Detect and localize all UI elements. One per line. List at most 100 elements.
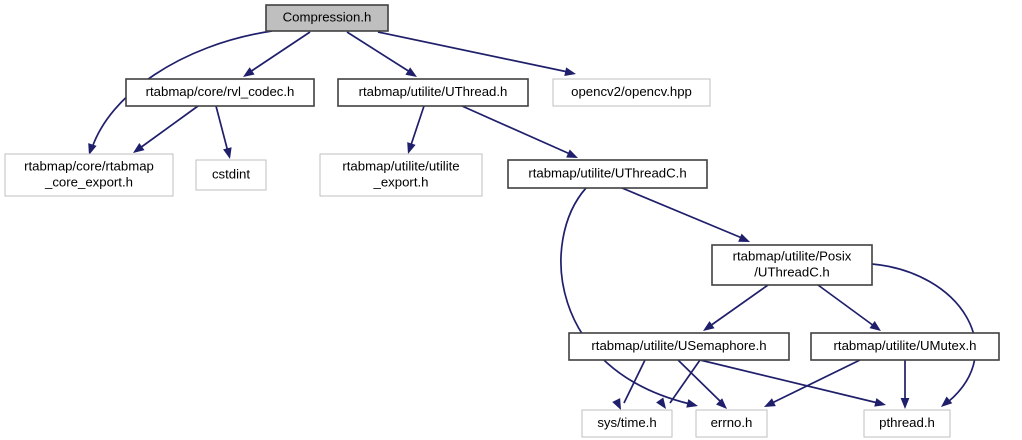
node-box[interactable] [195,159,267,191]
edge-arrowhead [88,143,97,155]
edge-arrowhead [564,67,576,77]
edge-line [409,105,425,149]
edge-rvl_codec-to-core_export [133,105,199,153]
node-box[interactable] [810,332,1000,361]
edge-compression-to-uthread [346,31,417,77]
edge-usemaphore-to-errno [677,359,727,409]
edge-compression-to-core_export [88,30,273,155]
node-label: /UThreadC.h [754,264,830,279]
node-box[interactable] [695,409,768,438]
node-box[interactable] [4,153,174,197]
node-box[interactable] [265,4,389,32]
graph-node-usemaphore[interactable]: rtabmap/utilite/USemaphore.h [568,332,790,361]
edge-line [249,31,311,73]
graph-node-opencv[interactable]: opencv2/opencv.hpp [552,78,711,107]
edge-line [560,187,691,405]
node-box[interactable] [711,244,873,286]
node-box[interactable] [552,78,711,107]
node-label: _core_export.h [44,174,133,189]
edge-arrowhead [133,142,145,153]
edge-uthreadc-to-posix_uthreadc [621,187,750,242]
node-label: rtabmap/utilite/UMutex.h [834,338,977,353]
edges-layer [88,30,977,410]
edge-arrowhead [716,398,727,409]
edge-line [377,31,569,73]
edge-line [621,187,743,239]
edge-umutex-to-pthread [900,360,910,409]
edge-line [139,105,199,149]
edge-line [91,30,273,149]
edge-line [623,359,646,404]
edge-arrowhead [566,149,578,158]
edge-compression-to-opencv [377,31,576,77]
node-box[interactable] [319,153,483,197]
edge-line [871,263,977,403]
edge-arrowhead [874,398,886,407]
edge-arrowhead [612,398,621,410]
node-label: Compression.h [283,9,372,24]
edge-arrowhead [869,320,881,331]
edge-line [677,359,723,404]
node-label: cstdint [212,166,250,181]
node-label: rtabmap/utilite/UThreadC.h [528,165,686,180]
edge-arrowhead [738,233,750,242]
graph-node-pthread[interactable]: pthread.h [863,409,951,438]
edge-line [817,284,875,327]
edge-arrowhead [243,67,255,77]
edge-posix_uthreadc-to-umutex [817,284,881,331]
edge-compression-to-rvl_codec [243,31,311,77]
edge-line [699,359,879,404]
graph-node-uthreadc[interactable]: rtabmap/utilite/UThreadC.h [507,159,708,189]
edge-uthread-to-uthreadc [461,105,578,158]
node-label: _export.h [373,174,429,189]
edge-usemaphore-to-systime [612,359,646,410]
node-label: errno.h [711,415,753,430]
node-box[interactable] [507,159,708,189]
graph-node-utilite_export[interactable]: rtabmap/utilite/utilite_export.h [319,153,483,197]
edge-arrowhead [686,399,698,408]
graph-node-cstdint[interactable]: cstdint [195,159,267,191]
node-box[interactable] [863,409,951,438]
edge-rvl_codec-to-cstdint [215,105,232,159]
edge-arrowhead [703,321,715,331]
node-label: rtabmap/utilite/UThread.h [359,84,508,99]
edge-line [346,31,411,73]
edge-umutex-to-errno_alt [656,359,701,409]
node-label: rtabmap/core/rvl_codec.h [146,84,295,99]
edge-line [669,359,701,404]
graph-node-systime[interactable]: sys/time.h [581,409,673,438]
node-label: rtabmap/core/rtabmap [24,158,154,173]
graph-node-compression[interactable]: Compression.h [265,4,389,32]
node-label: opencv2/opencv.hpp [571,84,692,99]
graph-node-uthread[interactable]: rtabmap/utilite/UThread.h [337,78,529,107]
node-box[interactable] [581,409,673,438]
graph-node-posix_uthreadc[interactable]: rtabmap/utilite/Posix/UThreadC.h [711,244,873,286]
node-box[interactable] [125,78,315,107]
edge-arrowhead [223,147,232,159]
edge-uthreadc-to-errno [560,187,698,408]
edge-uthread-to-utilite_export [407,105,425,154]
node-label: sys/time.h [597,415,656,430]
edge-arrowhead [656,397,666,409]
edge-arrowhead [900,398,910,409]
edge-line [461,105,571,155]
node-box[interactable] [568,332,790,361]
edge-posix_uthreadc-to-usemaphore [703,284,769,331]
edge-arrowhead [405,67,417,77]
graph-node-core_export[interactable]: rtabmap/core/rtabmap_core_export.h [4,153,174,197]
edge-line [771,359,861,404]
edge-usemaphore-to-pthread [699,359,886,407]
edge-line [215,105,229,153]
node-label: rtabmap/utilite/Posix [733,248,852,263]
graph-node-errno[interactable]: errno.h [695,409,768,438]
graph-node-umutex[interactable]: rtabmap/utilite/UMutex.h [810,332,1000,361]
edge-umutex-to-errno [764,359,861,407]
edge-arrowhead [764,398,776,407]
node-label: rtabmap/utilite/USemaphore.h [591,338,766,353]
edge-arrowhead [941,396,953,407]
node-box[interactable] [337,78,529,107]
graph-node-rvl_codec[interactable]: rtabmap/core/rvl_codec.h [125,78,315,107]
